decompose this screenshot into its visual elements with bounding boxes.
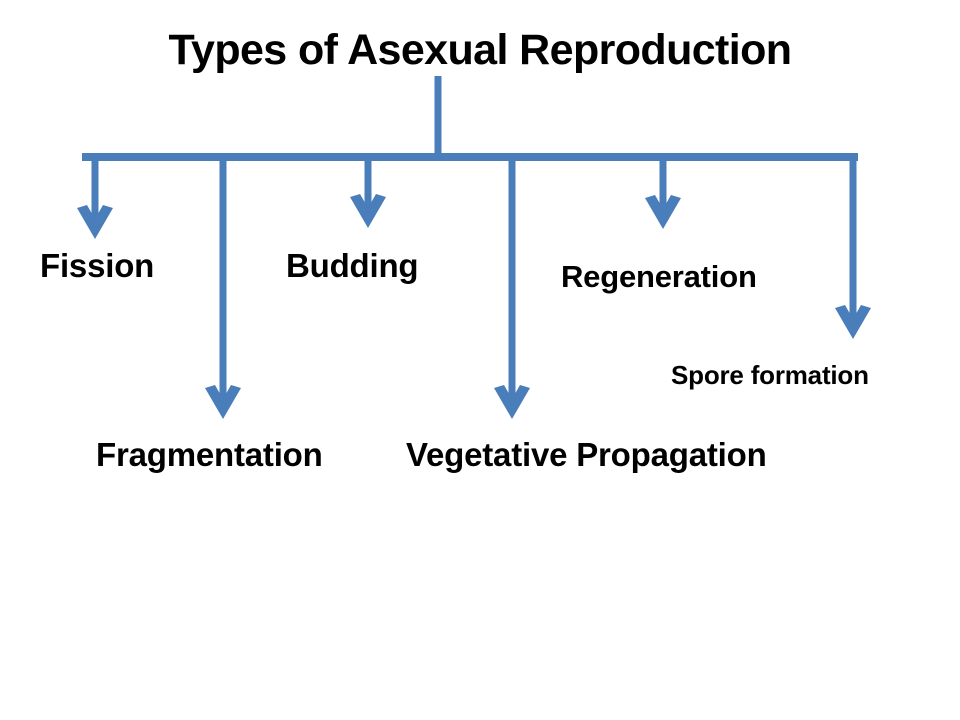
node-label-spore-formation: Spore formation — [671, 360, 869, 390]
arrow-head-regeneration — [645, 195, 681, 229]
horizontal-bus-connector — [82, 153, 858, 161]
page-title: Types of Asexual Reproduction — [168, 26, 793, 74]
arrow-head-budding — [350, 194, 386, 228]
arrow-head-fission — [77, 205, 113, 239]
node-label-fragmentation: Fragmentation — [96, 436, 323, 473]
branch-connector-fission — [77, 157, 113, 239]
node-label-budding: Budding — [286, 247, 419, 284]
arrow-head-fragmentation — [205, 385, 241, 419]
node-label-regeneration: Regeneration — [561, 259, 757, 294]
root-stem-connector — [434, 76, 442, 161]
branch-connector-vegetative-propagation — [494, 157, 530, 419]
branch-connector-regeneration — [645, 157, 681, 229]
branch-connector-fragmentation — [205, 157, 241, 419]
arrow-head-vegetative-propagation — [494, 385, 530, 419]
arrow-head-spore-formation — [835, 305, 871, 339]
node-label-vegetative-propagation: Vegetative Propagation — [406, 436, 767, 473]
branch-connector-budding — [350, 157, 386, 228]
branch-connector-spore-formation — [835, 157, 871, 339]
node-label-fission: Fission — [40, 247, 155, 284]
